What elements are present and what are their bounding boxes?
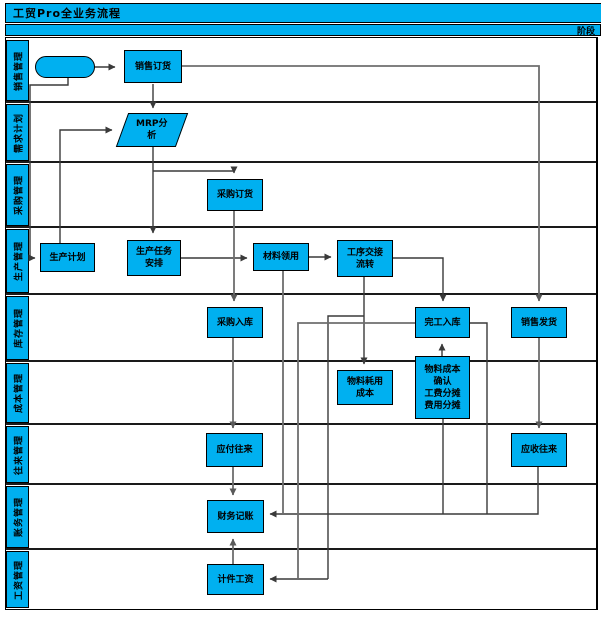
node-process-handover: 工序交接 流转 [337, 240, 393, 277]
node-financial-bookkeeping: 财务记账 [207, 500, 264, 533]
lane-divider [6, 548, 596, 550]
lane-label-accounting-mgmt: 账务管理 [6, 486, 29, 548]
lane-label-purchase-mgmt: 采购管理 [6, 164, 29, 226]
node-production-plan: 生产计划 [40, 243, 95, 272]
node-material-consumption-cost: 物料耗用 成本 [337, 370, 393, 405]
lane-label-ar-ap-mgmt: 往来管理 [6, 426, 29, 483]
lane-divider [6, 161, 596, 163]
lane-label-sales-mgmt: 销售管理 [6, 40, 29, 101]
node-accounts-payable: 应付往来 [206, 433, 263, 467]
lane-label-cost-mgmt: 成本管理 [6, 363, 29, 423]
lane-label-payroll-mgmt: 工资管理 [6, 551, 29, 608]
lane-label-production-mgmt: 生产管理 [6, 229, 29, 293]
lane-divider [6, 360, 596, 362]
swimlane-chart [5, 37, 598, 610]
lane-divider [6, 226, 596, 228]
diagram-title-bar: 工贸Pro全业务流程 [5, 3, 601, 23]
diagram-title: 工贸Pro全业务流程 [13, 7, 122, 20]
stage-label: 阶段 [576, 26, 595, 37]
node-purchase-order: 采购订货 [207, 179, 263, 211]
node-piece-rate-wages: 计件工资 [207, 564, 264, 595]
lane-divider [6, 101, 596, 103]
node-finished-goods-receipt: 完工入库 [415, 307, 470, 338]
node-cost-confirmation: 物料成本 确认 工费分摊 费用分摊 [415, 356, 470, 419]
node-purchase-receipt: 采购入库 [207, 307, 263, 338]
node-production-task: 生产任务 安排 [127, 240, 181, 276]
lane-divider [6, 293, 596, 295]
lane-divider [6, 423, 596, 425]
lane-label-inventory-mgmt: 库存管理 [6, 296, 29, 360]
node-mrp-analysis: MRP分 析 [115, 113, 189, 147]
node-start [35, 56, 95, 78]
node-sales-order: 销售订货 [124, 50, 182, 83]
node-sales-shipment: 销售发货 [511, 307, 567, 338]
lane-label-demand-plan: 需求计划 [6, 104, 29, 161]
stage-header-bar: 阶段 [5, 24, 601, 37]
node-material-requisition: 材料领用 [253, 243, 309, 271]
lane-divider [6, 483, 596, 485]
node-accounts-receivable: 应收往来 [511, 433, 567, 467]
